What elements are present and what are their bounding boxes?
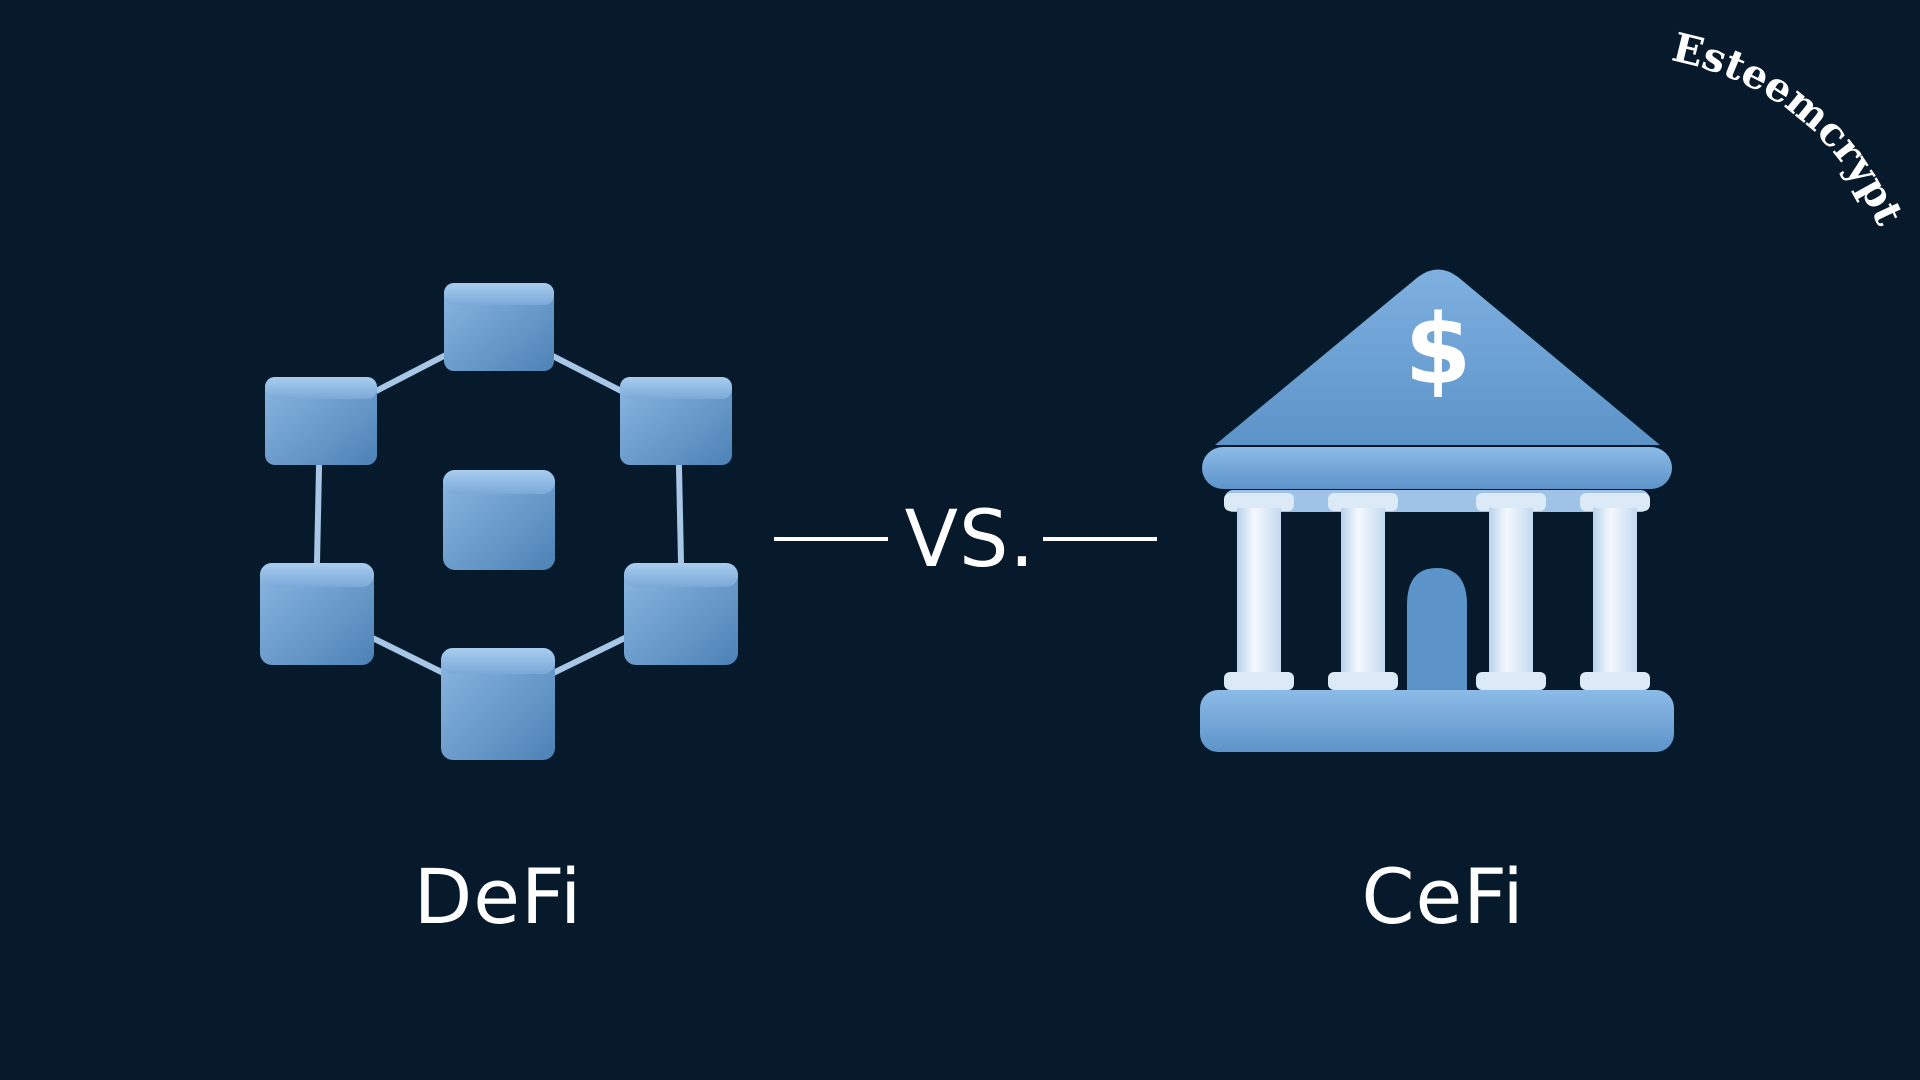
- block-bottom: [441, 648, 555, 760]
- dollar-sign-icon: $: [1404, 294, 1472, 406]
- bank-pillars: [1224, 493, 1650, 690]
- blockchain-network-icon: [260, 283, 738, 760]
- block-lower-right: [624, 563, 738, 665]
- bank-beam: [1202, 447, 1672, 489]
- watermark-text: Esteemcrypto: [1640, 20, 1913, 233]
- block-upper-left: [265, 377, 377, 465]
- bank-door: [1407, 568, 1467, 690]
- svg-text:Esteemcrypto: Esteemcrypto: [1640, 20, 1913, 233]
- defi-label: DeFi: [413, 852, 583, 941]
- bank-roof: [1215, 269, 1660, 445]
- versus-label: VS.: [904, 495, 1036, 585]
- watermark-logo: Esteemcrypto: [1640, 20, 1913, 233]
- cefi-label: CeFi: [1361, 852, 1525, 941]
- separator-line-right: [1043, 537, 1157, 541]
- block-upper-right: [620, 377, 732, 465]
- block-top: [444, 283, 554, 371]
- bank-base: [1200, 690, 1674, 752]
- bank-building-icon: [1200, 269, 1674, 752]
- block-lower-left: [260, 563, 374, 665]
- block-center: [443, 470, 555, 570]
- separator-line-left: [774, 537, 888, 541]
